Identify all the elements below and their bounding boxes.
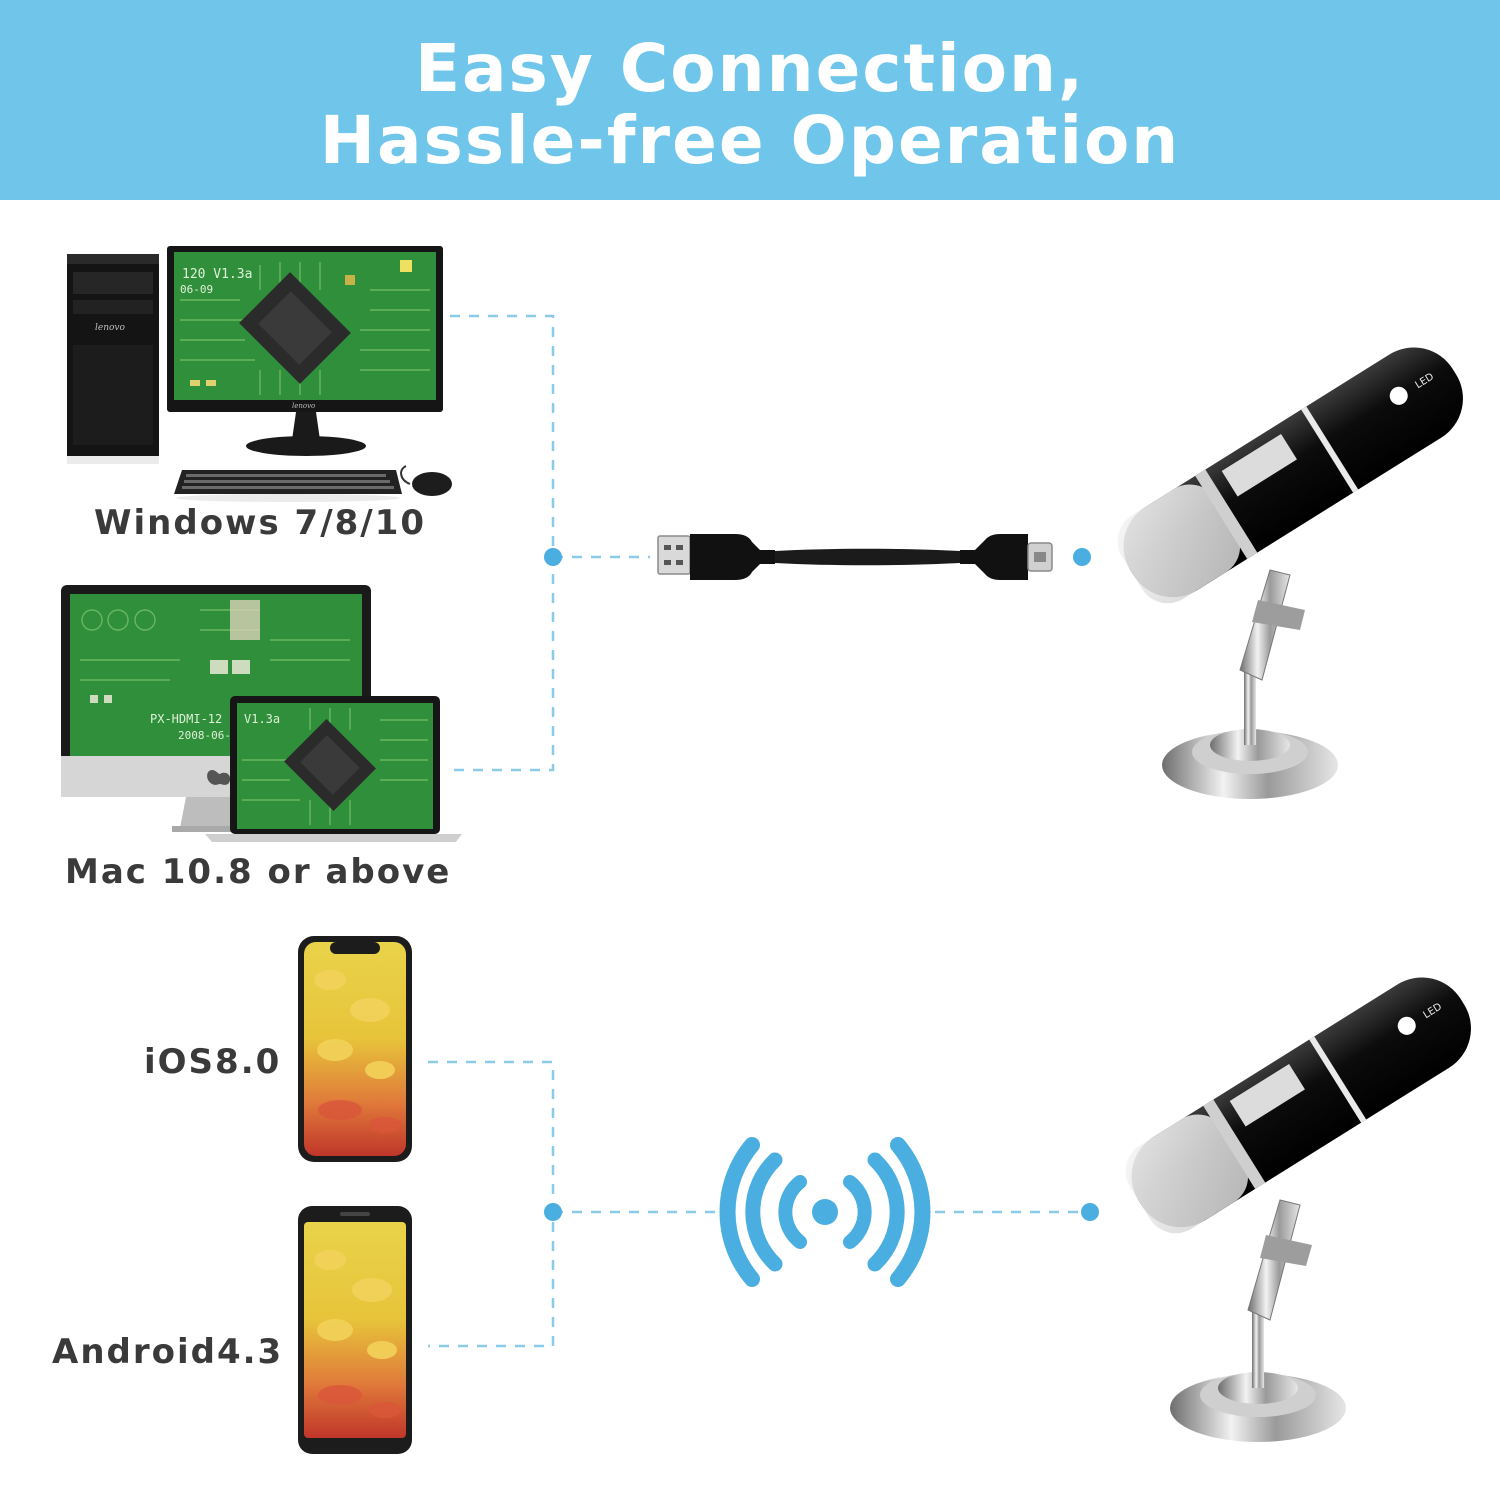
banner-title-line-1: Easy Connection, [414,30,1086,107]
laptop-icon: V1.3a [205,696,462,842]
monitor-screen-text-2: 06-09 [180,283,213,296]
android-phone-icon [298,1206,412,1454]
laptop-screen-text: V1.3a [244,712,280,726]
microscope-dot-bottom [1081,1203,1099,1221]
header-banner: Easy Connection, Hassle-free Operation [0,0,1500,200]
ios-label: iOS8.0 [144,1042,282,1082]
junction-dot-top [544,548,562,566]
imac-screen-text-3: 2008-06-09 [178,729,244,742]
apple-logo-icon [207,770,231,785]
iphone-icon [298,936,412,1162]
mac-label: Mac 10.8 or above [65,852,452,892]
monitor-brand-label: lenovo [292,402,315,410]
monitor-screen-text-1: 120 V1.3a [182,267,252,282]
wifi-signal-icon [719,1137,931,1287]
microscope-icon: LED [1125,977,1471,1442]
usb-cable-icon [657,534,1053,580]
microscope-icon: LED [1117,347,1463,799]
windows-label: Windows 7/8/10 [94,503,427,543]
top-connection-lines [450,314,650,772]
junction-dot-bottom [544,1203,562,1221]
android-label: Android4.3 [52,1332,284,1372]
imac-screen-text-1: PX-HDMI-12 [150,712,222,726]
microscope-dot-top [1073,548,1091,566]
pc-brand-label: lenovo [95,323,126,333]
banner-title-line-2: Hassle-free Operation [319,102,1181,179]
desktop-pc-icon: lenovo 120 V1.3a 06-09 lenovo [67,246,452,502]
